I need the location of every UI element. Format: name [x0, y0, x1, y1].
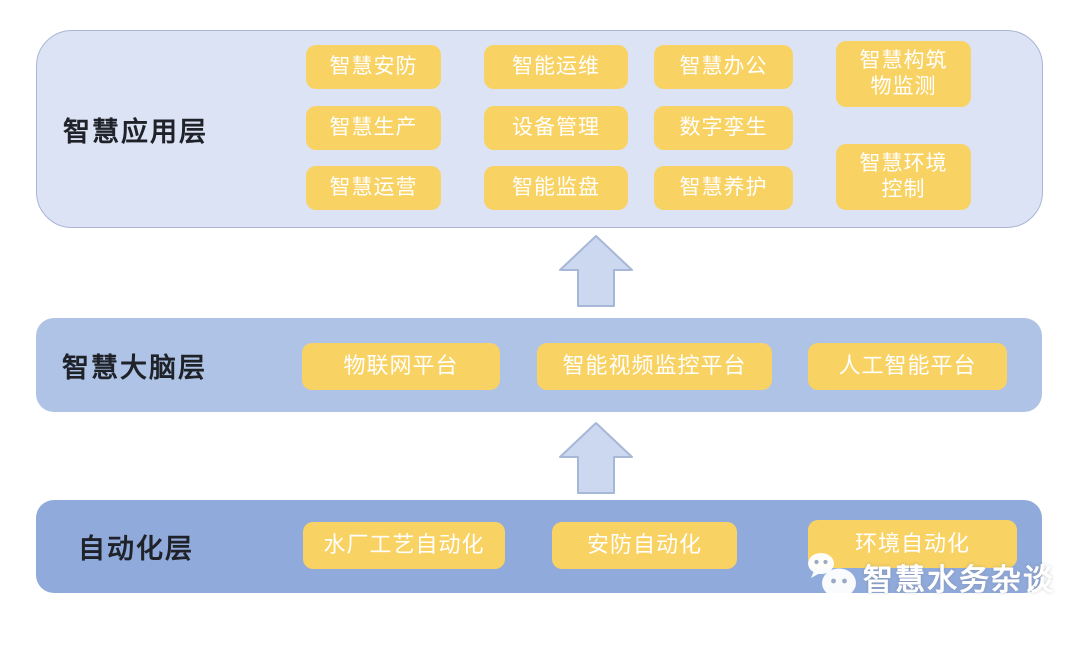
- up-arrow-icon: [558, 421, 634, 495]
- watermark: 智慧水务杂谈: [806, 552, 1055, 602]
- wechat-icon: [806, 552, 858, 602]
- box-equipment-management: 设备管理: [484, 106, 628, 150]
- box-intelligent-monitoring: 智能监盘: [484, 166, 628, 210]
- layer-application-label: 智慧应用层: [63, 116, 208, 147]
- box-iot-platform: 物联网平台: [302, 343, 500, 390]
- box-digital-twin: 数字孪生: [654, 106, 793, 150]
- box-smart-security: 智慧安防: [306, 45, 441, 89]
- layer-brain-panel: 智慧大脑层 物联网平台 智能视频监控平台 人工智能平台: [36, 318, 1042, 412]
- box-smart-production: 智慧生产: [306, 106, 441, 150]
- layer-application-panel: 智慧应用层 智慧安防 智慧生产 智慧运营 智能运维 设备管理 智能监盘 智慧办公…: [36, 30, 1043, 228]
- box-environment-control: 智慧环境 控制: [836, 144, 971, 210]
- box-ai-platform: 人工智能平台: [808, 343, 1007, 390]
- box-intelligent-om: 智能运维: [484, 45, 628, 89]
- box-environment-automation: 环境自动化: [808, 520, 1017, 568]
- box-smart-office: 智慧办公: [654, 45, 793, 89]
- box-video-surveillance-platform: 智能视频监控平台: [537, 343, 772, 390]
- layer-automation-panel: 自动化层 水厂工艺自动化 安防自动化 环境自动化: [36, 500, 1042, 593]
- layer-brain-label: 智慧大脑层: [62, 352, 207, 383]
- box-security-automation: 安防自动化: [552, 522, 737, 569]
- box-smart-operation: 智慧运营: [306, 166, 441, 210]
- box-plant-process-automation: 水厂工艺自动化: [303, 522, 505, 569]
- box-structure-monitoring: 智慧构筑 物监测: [836, 41, 971, 107]
- layer-automation-label: 自动化层: [78, 534, 194, 564]
- box-smart-maintenance: 智慧养护: [654, 166, 793, 210]
- watermark-label: 智慧水务杂谈: [863, 564, 1055, 597]
- up-arrow-icon: [558, 234, 634, 308]
